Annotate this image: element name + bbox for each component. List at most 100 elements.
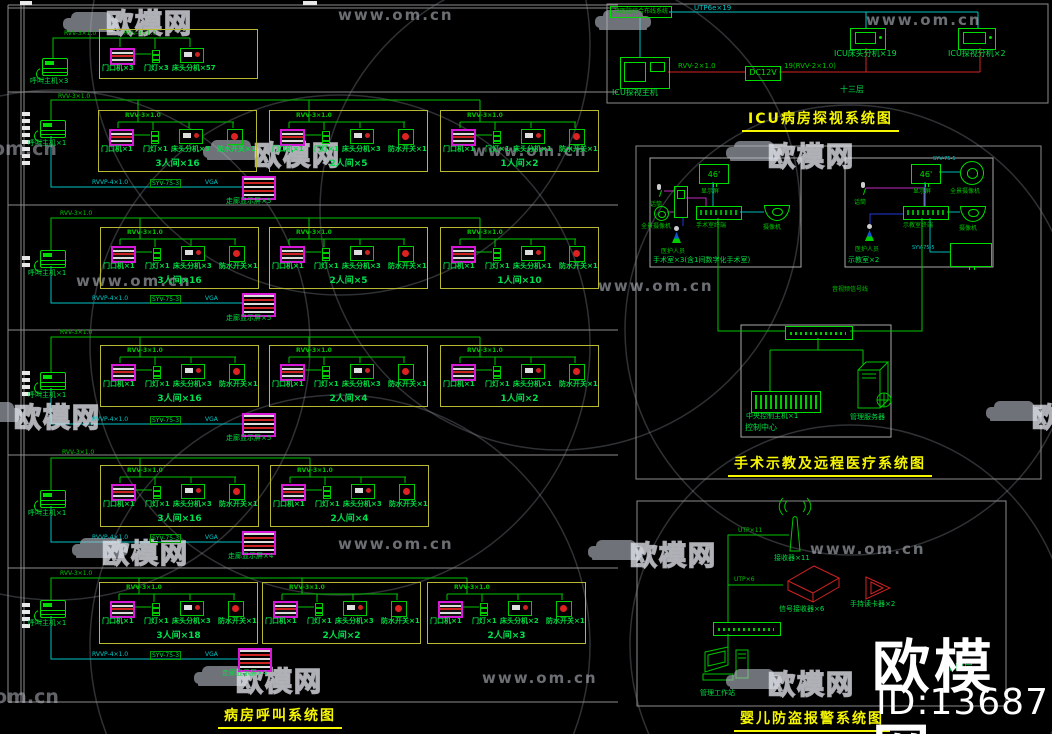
door-lamp-device: [322, 248, 330, 261]
sofa-watermark-icon: [588, 540, 644, 566]
ward-call-title: 病房呼叫系统图: [218, 705, 342, 729]
wire-label: RVV-3×1.0: [124, 30, 157, 37]
waterproof-switch-label: 防水开关×1: [381, 617, 420, 625]
call-host-label: 呼叫主机×3: [30, 77, 69, 85]
sofa-watermark-icon: [203, 140, 259, 166]
dc-power-box: DC12V: [745, 66, 781, 81]
bed-extension-device: [521, 364, 545, 379]
call-host-label: 呼叫主机×1: [28, 619, 67, 627]
door-unit-device: [280, 246, 305, 263]
monitor-46-device: 46': [911, 164, 941, 187]
waterproof-switch-label: 防水开关×1: [219, 262, 258, 270]
door-lamp-label: 门灯×1: [144, 617, 169, 625]
wire-label: UTP×6: [734, 576, 755, 583]
wire-label: RVV-3×1.0: [64, 30, 97, 37]
room-type-label: 1人间×10: [497, 276, 542, 286]
door-lamp-device: [152, 50, 160, 63]
waterproof-switch-device: [569, 246, 585, 262]
door-unit-label: 门口机×1: [103, 380, 135, 388]
site-watermark: www.om.cn: [482, 669, 598, 687]
central-control-host-device: [751, 391, 821, 413]
door-lamp-label: 门灯×1: [314, 262, 339, 270]
wire-label: RVV-3×1.0: [467, 112, 503, 119]
corridor-display-device: [242, 293, 276, 317]
waterproof-switch-device: [398, 246, 414, 262]
corridor-display-device: [242, 413, 276, 437]
video-switch-device: [785, 326, 853, 340]
bed-extension-label: 床头分机×3: [173, 380, 212, 388]
wire-label: SYV-75-3: [150, 534, 182, 543]
door-unit-device: [111, 484, 136, 501]
monitor-label: 显示屏: [701, 188, 720, 195]
floor-label: 十四层: [946, 663, 974, 673]
person-icon: [671, 226, 683, 244]
bed-extension-device: [350, 246, 374, 261]
icu-visit-extension-device: [958, 28, 996, 50]
room-type-label: 2人间×2: [322, 631, 361, 641]
door-lamp-device: [152, 603, 160, 616]
waterproof-switch-label: 防水开关×1: [389, 500, 428, 508]
trunk-label: 音视频信号线: [832, 286, 869, 293]
sofa-watermark-icon: [726, 141, 782, 167]
room-type-label: 3人间×16: [155, 159, 200, 169]
brand-watermark: 欧模网: [629, 540, 717, 573]
waterproof-switch-label: 防水开关×1: [218, 617, 257, 625]
waterproof-switch-label: 防水开关×1: [559, 145, 598, 153]
waterproof-switch-device: [229, 246, 245, 262]
wire-label: RVVP-4×1.0: [92, 651, 129, 658]
surgery-title: 手术示教及远程医疗系统图: [728, 453, 932, 477]
wire-label: RVVP-4×1.0: [92, 179, 129, 186]
cabling-system-label: 接医院综合布线系统: [610, 6, 672, 18]
person-label: 医护人员: [855, 246, 880, 253]
door-lamp-device: [153, 248, 161, 261]
bed-extension-device: [180, 601, 204, 616]
pano-camera-label: 全景摄像机: [641, 223, 672, 230]
call-host-label: 呼叫主机×1: [28, 391, 67, 399]
bed-extension-device: [181, 246, 205, 261]
call-host-device: [40, 372, 66, 390]
wire-label: VGA: [205, 534, 218, 541]
room-type-label: 1人间×2: [500, 394, 539, 404]
brand-watermark: 欧模网: [105, 8, 193, 41]
wire-label: RVV-2×1.0: [678, 62, 716, 70]
corridor-display-label: 走廊显示屏×5: [226, 434, 272, 442]
wire-label: VGA: [205, 651, 218, 658]
room-right-label: 示教室×2: [848, 256, 880, 264]
waterproof-switch-label: 防水开关×1: [388, 380, 427, 388]
door-unit-label: 门口机×1: [103, 500, 135, 508]
waterproof-switch-device: [398, 129, 414, 145]
sofa-watermark-icon: [986, 401, 1042, 427]
room-type-label: 3人间×18: [156, 631, 201, 641]
image-id-overlay: ID:1368716: [876, 682, 1052, 723]
door-unit-label: 门口机×1: [103, 262, 135, 270]
microphone-icon: [656, 184, 664, 198]
call-host-device: [40, 250, 66, 268]
call-host-device: [40, 120, 66, 138]
door-unit-label: 门口机×1: [102, 617, 134, 625]
site-watermark: om.cn: [0, 686, 59, 708]
door-lamp-label: 门灯×1: [315, 500, 340, 508]
wire-label: VGA: [205, 416, 218, 423]
door-unit-label: 门口机×1: [265, 617, 297, 625]
door-unit-device: [451, 246, 476, 263]
bed-extension-label: 床头分机×2: [500, 617, 539, 625]
door-lamp-label: 门灯×1: [145, 262, 170, 270]
wire-label: RVV-3×1.0: [297, 467, 333, 474]
wire-label: SYV-75-3: [150, 416, 182, 425]
management-server-device: [857, 361, 892, 409]
pano-camera-label: 全景摄像机: [950, 188, 981, 195]
microphone-label: 话筒: [854, 199, 867, 206]
bed-extension-label: 床头分机×3: [172, 617, 211, 625]
room-type-label: 2人间×5: [329, 276, 368, 286]
bed-extension-device: [179, 129, 203, 144]
wire-label: RVV-3×1.0: [58, 93, 91, 100]
wire-label: RVV-3×1.0: [60, 329, 93, 336]
bed-extension-label: 床头分机×1: [513, 380, 552, 388]
door-unit-label: 门口机×1: [101, 145, 133, 153]
door-lamp-label: 门灯×1: [307, 617, 332, 625]
door-lamp-device: [323, 486, 331, 499]
bed-extension-device: [351, 484, 375, 499]
